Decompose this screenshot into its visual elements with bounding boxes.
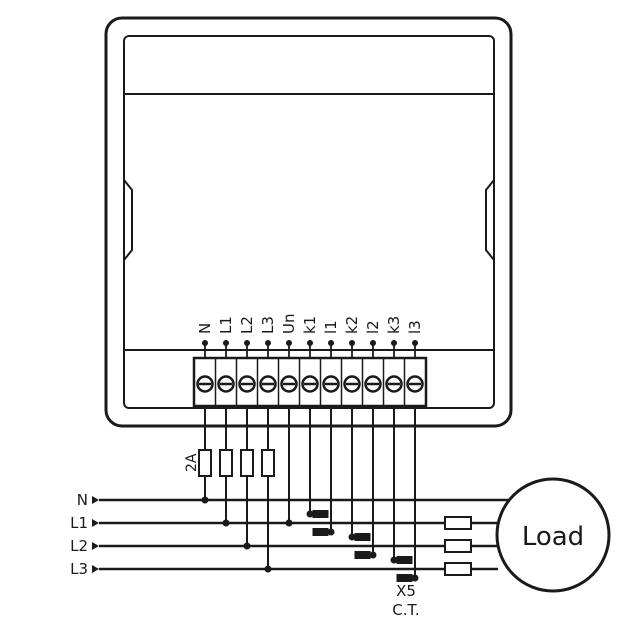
terminal-label-l2: L2 — [238, 316, 256, 334]
line-arrow — [92, 565, 99, 573]
fuse-symbol — [198, 449, 212, 477]
terminal-pin — [286, 340, 292, 346]
ct-core — [396, 574, 413, 582]
fuse-symbol — [240, 449, 254, 477]
terminal-label-l3: l3 — [406, 320, 424, 334]
terminal-pin — [223, 340, 229, 346]
terminal-l3: L3 — [256, 316, 277, 406]
fuse-symbol — [219, 449, 233, 477]
junction-dot — [348, 533, 356, 541]
terminal-l2: l2 — [361, 320, 382, 406]
junction-dot — [369, 551, 377, 559]
terminal-label-k1: k1 — [301, 316, 319, 334]
junction-dot — [243, 542, 251, 550]
load: Load — [495, 477, 611, 593]
load-fuse — [444, 562, 472, 576]
junction-dot — [264, 565, 272, 573]
load-label: Load — [522, 522, 584, 552]
ct-label: C.T. — [392, 601, 419, 619]
junction-dot — [222, 519, 230, 527]
terminal-un: Un — [277, 314, 298, 406]
ct-core — [312, 528, 329, 536]
ct-ratio-label: X5 — [396, 582, 416, 600]
supply-line-l3: L3 — [70, 560, 498, 578]
terminal-pin — [244, 340, 250, 346]
supply-line-l2: L2 — [70, 537, 498, 555]
meter-outer-frame — [104, 16, 513, 428]
terminal-label-k2: k2 — [343, 316, 361, 334]
terminal-l2: L2 — [235, 316, 256, 406]
load-circle — [495, 477, 611, 593]
line-label-n: N — [77, 491, 88, 509]
fuse-rating-label: 2A — [184, 453, 200, 472]
line-arrow — [92, 496, 99, 504]
line-arrow — [92, 542, 99, 550]
supply-line-l1: L1 — [70, 514, 498, 532]
load-fuse — [444, 516, 472, 530]
terminal-k2: k2 — [340, 316, 361, 406]
terminal-n: N — [196, 323, 214, 393]
junction-dot — [306, 510, 314, 518]
terminal-pin — [202, 340, 208, 346]
terminal-label-l1: L1 — [217, 316, 235, 334]
terminal-label-l1: l1 — [322, 320, 340, 334]
line-label-l3: L3 — [70, 560, 88, 578]
meter-inner-frame — [123, 35, 495, 409]
terminal-k3: k3 — [382, 316, 403, 406]
meter-housing — [104, 16, 513, 428]
terminal-label-n: N — [196, 323, 214, 334]
terminal-k1: k1 — [298, 316, 319, 406]
line-label-l2: L2 — [70, 537, 88, 555]
terminal-label-l3: L3 — [259, 316, 277, 334]
fuse-symbol — [261, 449, 275, 477]
junction-dot — [390, 556, 398, 564]
ct-core — [354, 551, 371, 559]
terminal-pin — [370, 340, 376, 346]
supply-line-n: N — [77, 491, 514, 509]
ct-core — [354, 533, 371, 541]
junction-dot — [285, 519, 293, 527]
terminal-pin — [265, 340, 271, 346]
terminal-l3: l3 — [403, 320, 424, 406]
terminal-pin — [328, 340, 334, 346]
right-mounting-clip — [485, 179, 495, 261]
left-mounting-clip — [123, 179, 133, 261]
line-arrow — [92, 519, 99, 527]
ct-core — [312, 510, 329, 518]
terminal-pin — [307, 340, 313, 346]
ct-core — [396, 556, 413, 564]
junction-dot — [327, 528, 335, 536]
terminal-label-l2: l2 — [364, 320, 382, 334]
terminal-l1: L1 — [214, 316, 235, 406]
load-fuse — [444, 539, 472, 553]
terminal-pin — [391, 340, 397, 346]
terminal-l1: l1 — [319, 320, 340, 406]
junction-dot — [411, 574, 419, 582]
terminal-pin — [349, 340, 355, 346]
terminal-pin — [412, 340, 418, 346]
terminal-label-un: Un — [280, 314, 298, 335]
line-label-l1: L1 — [70, 514, 88, 532]
wiring — [198, 406, 472, 582]
terminal-label-k3: k3 — [385, 316, 403, 334]
junction-dot — [201, 496, 209, 504]
